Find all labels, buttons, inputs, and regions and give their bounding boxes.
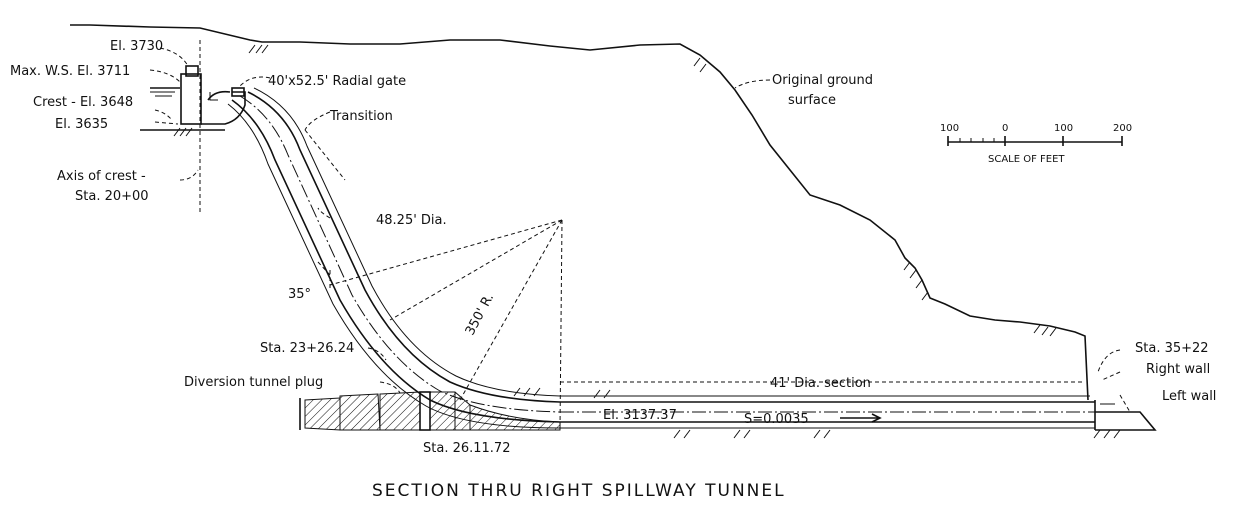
label-diversion-plug: Diversion tunnel plug [184, 375, 323, 390]
scale-tick-1: 100 [940, 123, 959, 134]
scale-title: SCALE OF FEET [988, 154, 1065, 165]
diversion-plug [299, 391, 561, 431]
crest-structure [140, 40, 246, 215]
radius-construction [329, 219, 1085, 429]
label-el-3137: El. 3137.37 [603, 408, 677, 423]
label-original-ground-2: surface [788, 93, 836, 108]
scale-bar: 100 0 100 200 SCALE OF FEET [940, 123, 1132, 165]
flow-arrow [840, 413, 882, 423]
label-slope: S=0.0035 [744, 412, 809, 427]
label-axis-crest-1: Axis of crest - [57, 169, 146, 184]
label-angle-35: 35° [288, 287, 311, 302]
label-sta-35: Sta. 35+22 [1135, 341, 1209, 356]
label-radius-350: 350' R. [463, 291, 497, 338]
ground-surface-line [89, 24, 1089, 401]
label-transition: Transition [329, 109, 393, 124]
drawing-title: SECTION THRU RIGHT SPILLWAY TUNNEL [372, 481, 786, 501]
label-axis-crest-2: Sta. 20+00 [75, 189, 149, 204]
scale-tick-4: 200 [1113, 123, 1132, 134]
label-dia-41-section: 41' Dia. section [770, 376, 871, 391]
label-max-ws: Max. W.S. El. 3711 [10, 64, 130, 79]
label-sta-23: Sta. 23+26.24 [260, 341, 354, 356]
scale-tick-3: 100 [1054, 123, 1073, 134]
label-original-ground-1: Original ground [772, 73, 873, 88]
label-crest: Crest - El. 3648 [33, 95, 133, 110]
label-el-3730: El. 3730 [110, 39, 163, 54]
scale-tick-2: 0 [1002, 123, 1008, 134]
leader-lines [149, 47, 1131, 413]
label-dia-48: 48.25' Dia. [376, 213, 447, 228]
horizontal-tunnel [560, 395, 1157, 431]
label-right-wall: Right wall [1146, 362, 1210, 377]
label-el-3635: El. 3635 [55, 117, 108, 132]
label-left-wall: Left wall [1162, 389, 1216, 404]
label-sta-26: Sta. 26.11.72 [423, 441, 510, 456]
label-radial-gate: 40'x52.5' Radial gate [268, 74, 406, 89]
